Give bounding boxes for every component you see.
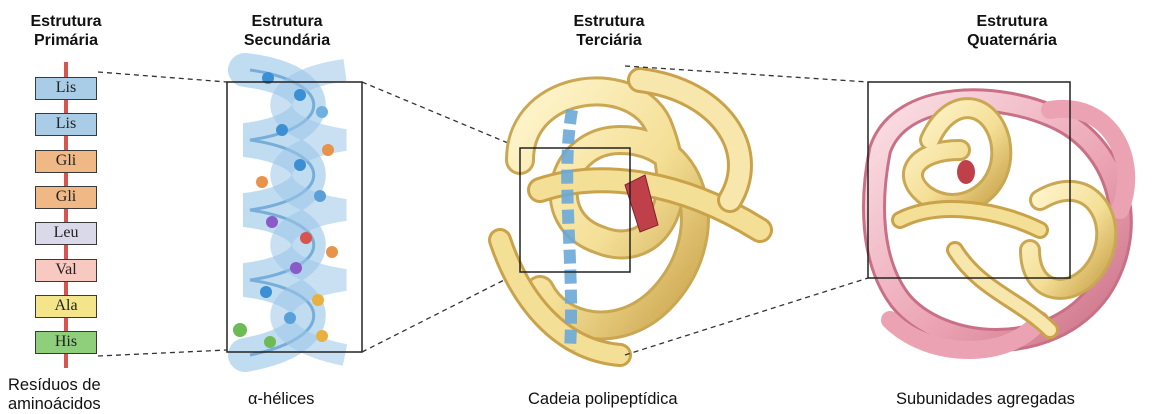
connector-line	[362, 272, 520, 352]
tertiary-title: Estrutura Terciária	[544, 12, 674, 50]
title-line: Estrutura	[0, 12, 132, 31]
primary-title: Estrutura Primária	[0, 12, 132, 50]
residue-box: Val	[35, 259, 97, 282]
title-line: Terciária	[544, 31, 674, 50]
tertiary-caption: Cadeia polipeptídica	[528, 390, 728, 409]
connector-line	[362, 82, 520, 148]
alpha-helix-illustration	[227, 70, 362, 355]
connector-line	[98, 72, 227, 82]
caption-line: Cadeia polipeptídica	[528, 390, 728, 409]
caption-line: Subunidades agregadas	[896, 390, 1116, 409]
residue-box: His	[35, 331, 97, 354]
secondary-caption: α-hélices	[248, 390, 368, 409]
residue-box: Gli	[35, 186, 97, 209]
quaternary-assembly-illustration	[868, 82, 1126, 350]
title-line: Primária	[0, 31, 132, 50]
title-line: Estrutura	[544, 12, 674, 31]
title-line: Estrutura	[942, 12, 1082, 31]
connector-line	[98, 350, 227, 356]
residue-box: Lis	[35, 113, 97, 136]
secondary-title: Estrutura Secundária	[222, 12, 352, 50]
residue-box: Gli	[35, 150, 97, 173]
quaternary-caption: Subunidades agregadas	[896, 390, 1116, 409]
caption-line: α-hélices	[248, 390, 368, 409]
residue-box: Lis	[35, 77, 97, 100]
caption-line: aminoácidos	[8, 395, 158, 412]
title-line: Quaternária	[942, 31, 1082, 50]
residue-box: Ala	[35, 295, 97, 318]
quaternary-title: Estrutura Quaternária	[942, 12, 1082, 50]
residue-box: Leu	[35, 222, 97, 245]
title-line: Estrutura	[222, 12, 352, 31]
primary-caption: Resíduos de aminoácidos	[8, 376, 158, 412]
caption-line: Resíduos de	[8, 376, 158, 395]
title-line: Secundária	[222, 31, 352, 50]
tertiary-ribbon-illustration	[500, 80, 760, 355]
